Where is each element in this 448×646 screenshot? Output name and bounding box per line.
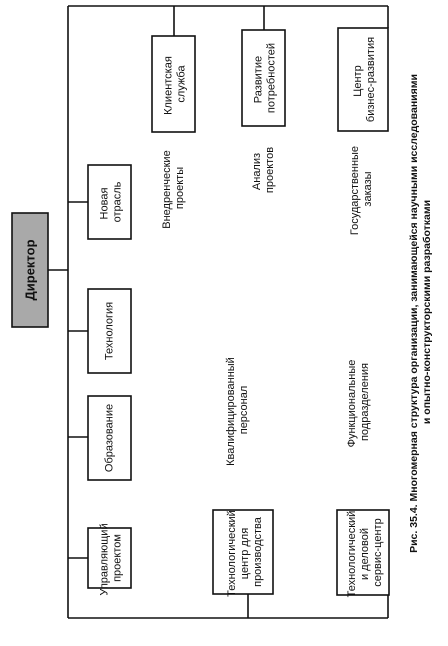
education-box bbox=[87, 395, 132, 481]
needs-development-box bbox=[241, 29, 286, 127]
functional-units-note: Функциональные подразделения bbox=[346, 357, 371, 448]
new-industry-box bbox=[87, 164, 132, 240]
project-analysis-note: Анализ проектов bbox=[251, 147, 276, 193]
technology-box bbox=[87, 288, 132, 374]
project-manager-box bbox=[87, 527, 132, 589]
business-development-label: Центр бизнес-развития bbox=[352, 37, 377, 122]
director-label: Директор bbox=[23, 239, 38, 300]
education-label: Образование bbox=[104, 404, 116, 472]
director-node: Директор bbox=[11, 212, 49, 328]
project-manager-label: Управляющий проектом bbox=[99, 520, 124, 595]
top-branches: Клиентская служба Развитие потребностей … bbox=[151, 27, 389, 133]
connector-lines bbox=[48, 5, 389, 619]
bottom-notes: Квалифицированный персонал Функциональны… bbox=[225, 354, 371, 466]
new-industry-label: Новая отрасль bbox=[99, 181, 124, 222]
implementation-projects-note: Внедренческие проекты bbox=[161, 147, 186, 229]
business-development-box bbox=[337, 27, 389, 132]
tech-production-center-box bbox=[212, 509, 274, 595]
technology-label: Технология bbox=[104, 302, 116, 360]
top-notes: Внедренческие проекты Анализ проектов Го… bbox=[161, 143, 374, 235]
tech-production-center-label: Технологический центр для производства bbox=[226, 507, 264, 597]
client-service-label: Клиентская служба bbox=[163, 53, 188, 115]
middle-boxes: Новая отрасль Технология Образование Упр… bbox=[87, 164, 132, 596]
client-service-box bbox=[151, 35, 196, 133]
needs-development-label: Развитие потребностей bbox=[253, 43, 278, 113]
director-box bbox=[11, 212, 49, 328]
figure-caption: Рис. 35.4. Многомерная структура организ… bbox=[408, 71, 433, 553]
government-orders-note: Государственные заказы bbox=[349, 143, 374, 235]
bottom-branches: Технологический центр для производства Т… bbox=[212, 507, 390, 598]
tech-service-center-label: Технологический и деловой сервис-центр bbox=[346, 508, 384, 598]
tech-service-center-box bbox=[336, 509, 390, 596]
qualified-personnel-note: Квалифицированный персонал bbox=[225, 354, 250, 466]
